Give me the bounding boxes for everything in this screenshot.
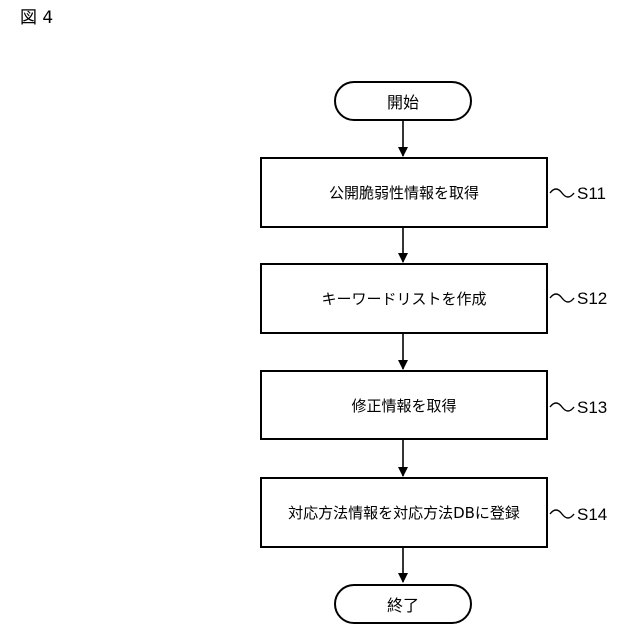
- leader-s11: [550, 189, 574, 197]
- step-label-s12: S12: [577, 289, 607, 309]
- process-text-s11: 公開脆弱性情報を取得: [329, 182, 479, 203]
- process-box-s14: 対応方法情報を対応方法DBに登録: [260, 477, 548, 548]
- process-box-s13: 修正情報を取得: [260, 370, 548, 440]
- leader-s14: [550, 510, 574, 518]
- step-label-s13: S13: [577, 398, 607, 418]
- process-box-s12: キーワードリストを作成: [260, 263, 548, 334]
- process-text-s14: 対応方法情報を対応方法DBに登録: [288, 502, 520, 523]
- step-label-s14: S14: [577, 505, 607, 525]
- start-terminal: 開始: [334, 81, 472, 121]
- end-terminal: 終了: [334, 584, 472, 624]
- end-label: 終了: [387, 592, 419, 616]
- leader-s12: [550, 294, 574, 302]
- process-text-s13: 修正情報を取得: [351, 395, 456, 416]
- process-text-s12: キーワードリストを作成: [321, 288, 486, 309]
- step-label-s11: S11: [577, 184, 606, 204]
- start-label: 開始: [387, 89, 419, 113]
- process-box-s11: 公開脆弱性情報を取得: [260, 157, 548, 228]
- leader-s13: [550, 403, 574, 411]
